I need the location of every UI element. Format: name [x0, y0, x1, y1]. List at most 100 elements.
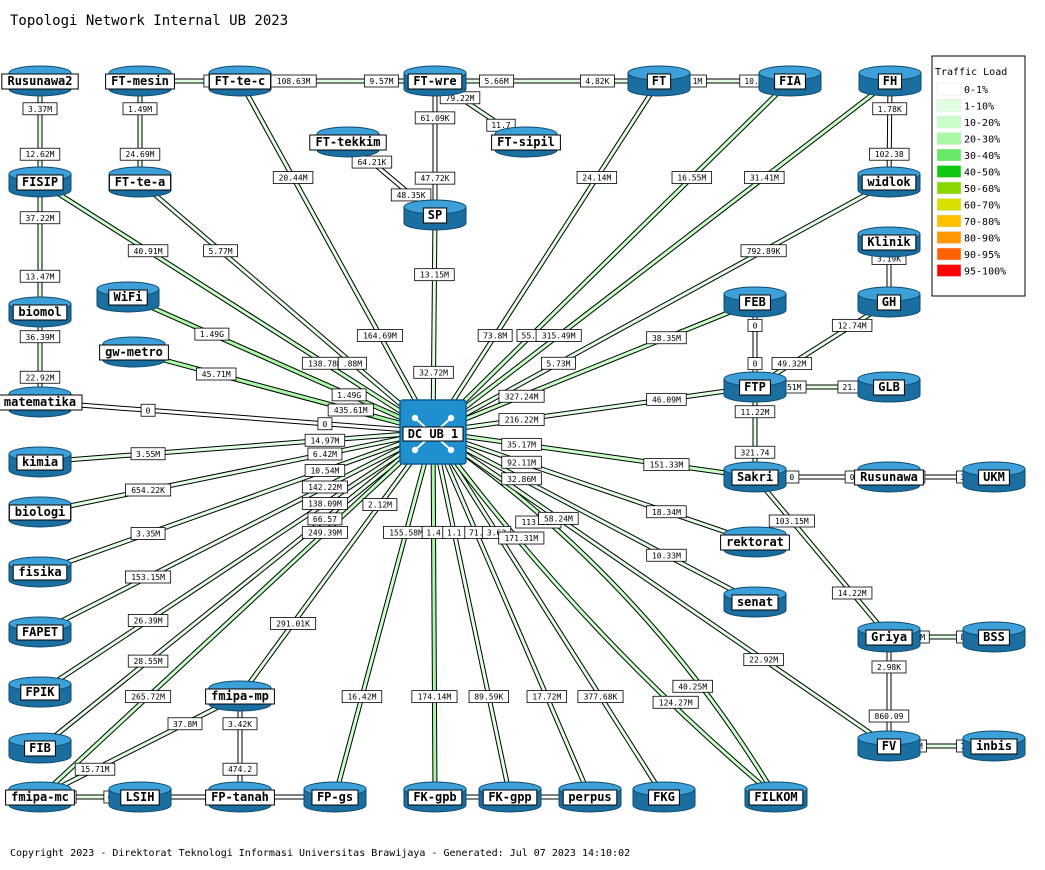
- node-rusunawa2[interactable]: Rusunawa2: [1, 65, 79, 97]
- network-link[interactable]: [38, 430, 435, 750]
- network-link[interactable]: [39, 399, 434, 435]
- network-link[interactable]: [38, 429, 435, 635]
- node-fisika[interactable]: fisika: [8, 556, 72, 588]
- network-link[interactable]: [38, 179, 435, 435]
- network-link[interactable]: [39, 429, 434, 515]
- node-ftwre[interactable]: FT-wre: [403, 65, 467, 97]
- network-link[interactable]: [886, 80, 893, 183]
- network-link[interactable]: [431, 79, 792, 434]
- node-wifi[interactable]: WiFi: [96, 281, 160, 313]
- svg-text:1.1: 1.1: [447, 528, 462, 537]
- node-ftea[interactable]: FT-te-a: [108, 166, 172, 198]
- network-link[interactable]: [432, 429, 756, 545]
- link-bandwidth-label: 216.22M: [498, 413, 545, 427]
- node-kimia[interactable]: kimia: [8, 446, 72, 478]
- node-gh[interactable]: GH: [857, 286, 921, 318]
- node-widlok[interactable]: widlok: [857, 166, 921, 198]
- node-fptanah[interactable]: FP-tanah: [205, 781, 275, 813]
- network-link[interactable]: [133, 349, 434, 435]
- node-sp[interactable]: SP: [403, 199, 467, 231]
- node-fia[interactable]: FIA: [758, 65, 822, 97]
- node-fisip[interactable]: FISIP: [8, 166, 72, 198]
- node-rusunawa[interactable]: Rusunawa: [854, 461, 924, 493]
- network-link[interactable]: [430, 430, 667, 799]
- network-link[interactable]: [430, 431, 438, 798]
- node-senat[interactable]: senat: [723, 586, 787, 618]
- network-link[interactable]: [237, 430, 436, 698]
- node-fv[interactable]: FV: [857, 730, 921, 762]
- node-label: matematika: [4, 395, 76, 409]
- node-dc[interactable]: DC UB 1: [399, 399, 467, 465]
- link-bandwidth-label: 14.22M: [831, 586, 873, 600]
- node-fpik[interactable]: FPIK: [8, 676, 72, 708]
- svg-text:216.22M: 216.22M: [505, 416, 539, 425]
- node-fh[interactable]: FH: [858, 65, 922, 97]
- node-inbis[interactable]: inbis: [962, 730, 1026, 762]
- node-filkom[interactable]: FILKOM: [744, 781, 808, 813]
- node-griya[interactable]: Griya: [857, 621, 921, 653]
- network-link[interactable]: [126, 294, 435, 435]
- node-ftp[interactable]: FTP: [723, 371, 787, 403]
- node-fttekkim[interactable]: FT-tekkim: [309, 126, 387, 158]
- network-link[interactable]: [430, 431, 513, 798]
- node-perpus[interactable]: perpus: [558, 781, 622, 813]
- svg-text:22.92M: 22.92M: [26, 373, 55, 382]
- legend-swatch: [936, 264, 962, 277]
- node-bss[interactable]: BSS: [962, 621, 1026, 653]
- node-biologi[interactable]: biologi: [8, 496, 72, 528]
- node-ukm[interactable]: UKM: [962, 461, 1026, 493]
- node-fkgpp[interactable]: FK-gpp: [478, 781, 542, 813]
- node-matematika[interactable]: matematika: [0, 386, 83, 418]
- network-link[interactable]: [430, 431, 593, 798]
- network-link[interactable]: [39, 429, 434, 465]
- node-label: Klinik: [867, 235, 911, 249]
- node-fapet[interactable]: FAPET: [8, 616, 72, 648]
- link-bandwidth-label: 10.54M: [304, 464, 346, 477]
- network-link[interactable]: [430, 214, 438, 433]
- svg-text:103.15M: 103.15M: [775, 517, 809, 526]
- network-link[interactable]: [432, 384, 756, 435]
- node-fmipamp[interactable]: fmipa-mp: [205, 680, 275, 712]
- node-ftrec[interactable]: FT-te-c: [208, 65, 272, 97]
- node-fib[interactable]: FIB: [8, 732, 72, 764]
- network-link[interactable]: [138, 180, 435, 434]
- node-sakri[interactable]: Sakri: [723, 461, 787, 493]
- link-bandwidth-label: 0: [747, 357, 763, 371]
- node-rektorat[interactable]: rektorat: [720, 526, 790, 558]
- network-link[interactable]: [432, 429, 756, 480]
- node-feb[interactable]: FEB: [723, 286, 787, 318]
- network-link[interactable]: [39, 429, 434, 575]
- svg-text:20.44M: 20.44M: [279, 174, 308, 183]
- node-ftsipil[interactable]: FT-sipil: [491, 126, 561, 158]
- svg-text:.51M: .51M: [782, 383, 801, 392]
- network-link[interactable]: [430, 79, 662, 434]
- network-link[interactable]: [332, 431, 436, 798]
- svg-text:.1M: .1M: [688, 77, 703, 86]
- node-ftmesin[interactable]: FT-mesin: [105, 65, 175, 97]
- network-link[interactable]: [237, 79, 436, 434]
- node-biomol[interactable]: biomol: [8, 296, 72, 328]
- node-gwmetro[interactable]: gw-metro: [99, 336, 169, 368]
- network-link[interactable]: [38, 693, 242, 800]
- network-link[interactable]: [753, 475, 891, 639]
- node-fkg[interactable]: FKG: [632, 781, 696, 813]
- network-link[interactable]: [432, 299, 756, 435]
- network-link[interactable]: [431, 429, 757, 605]
- node-klinik[interactable]: Klinik: [857, 226, 921, 258]
- node-ft[interactable]: FT: [627, 65, 691, 97]
- node-fkgpb[interactable]: FK-gpb: [403, 781, 467, 813]
- network-link[interactable]: [431, 79, 892, 434]
- network-link[interactable]: [430, 430, 778, 799]
- network-link[interactable]: [38, 429, 435, 695]
- network-link[interactable]: [38, 430, 435, 799]
- node-glb[interactable]: GLB: [857, 371, 921, 403]
- node-fmipamc[interactable]: fmipa-mc: [5, 781, 75, 813]
- node-lsih[interactable]: LSIH: [108, 781, 172, 813]
- node-fpgs[interactable]: FP-gs: [303, 781, 367, 813]
- svg-text:860.09: 860.09: [875, 712, 904, 721]
- link-bandwidth-label: 108.63M: [270, 74, 317, 88]
- link-bandwidth-label: 0: [317, 417, 333, 431]
- svg-text:5.73M: 5.73M: [546, 359, 570, 368]
- network-link[interactable]: [753, 299, 891, 390]
- svg-text:12.74M: 12.74M: [838, 321, 867, 330]
